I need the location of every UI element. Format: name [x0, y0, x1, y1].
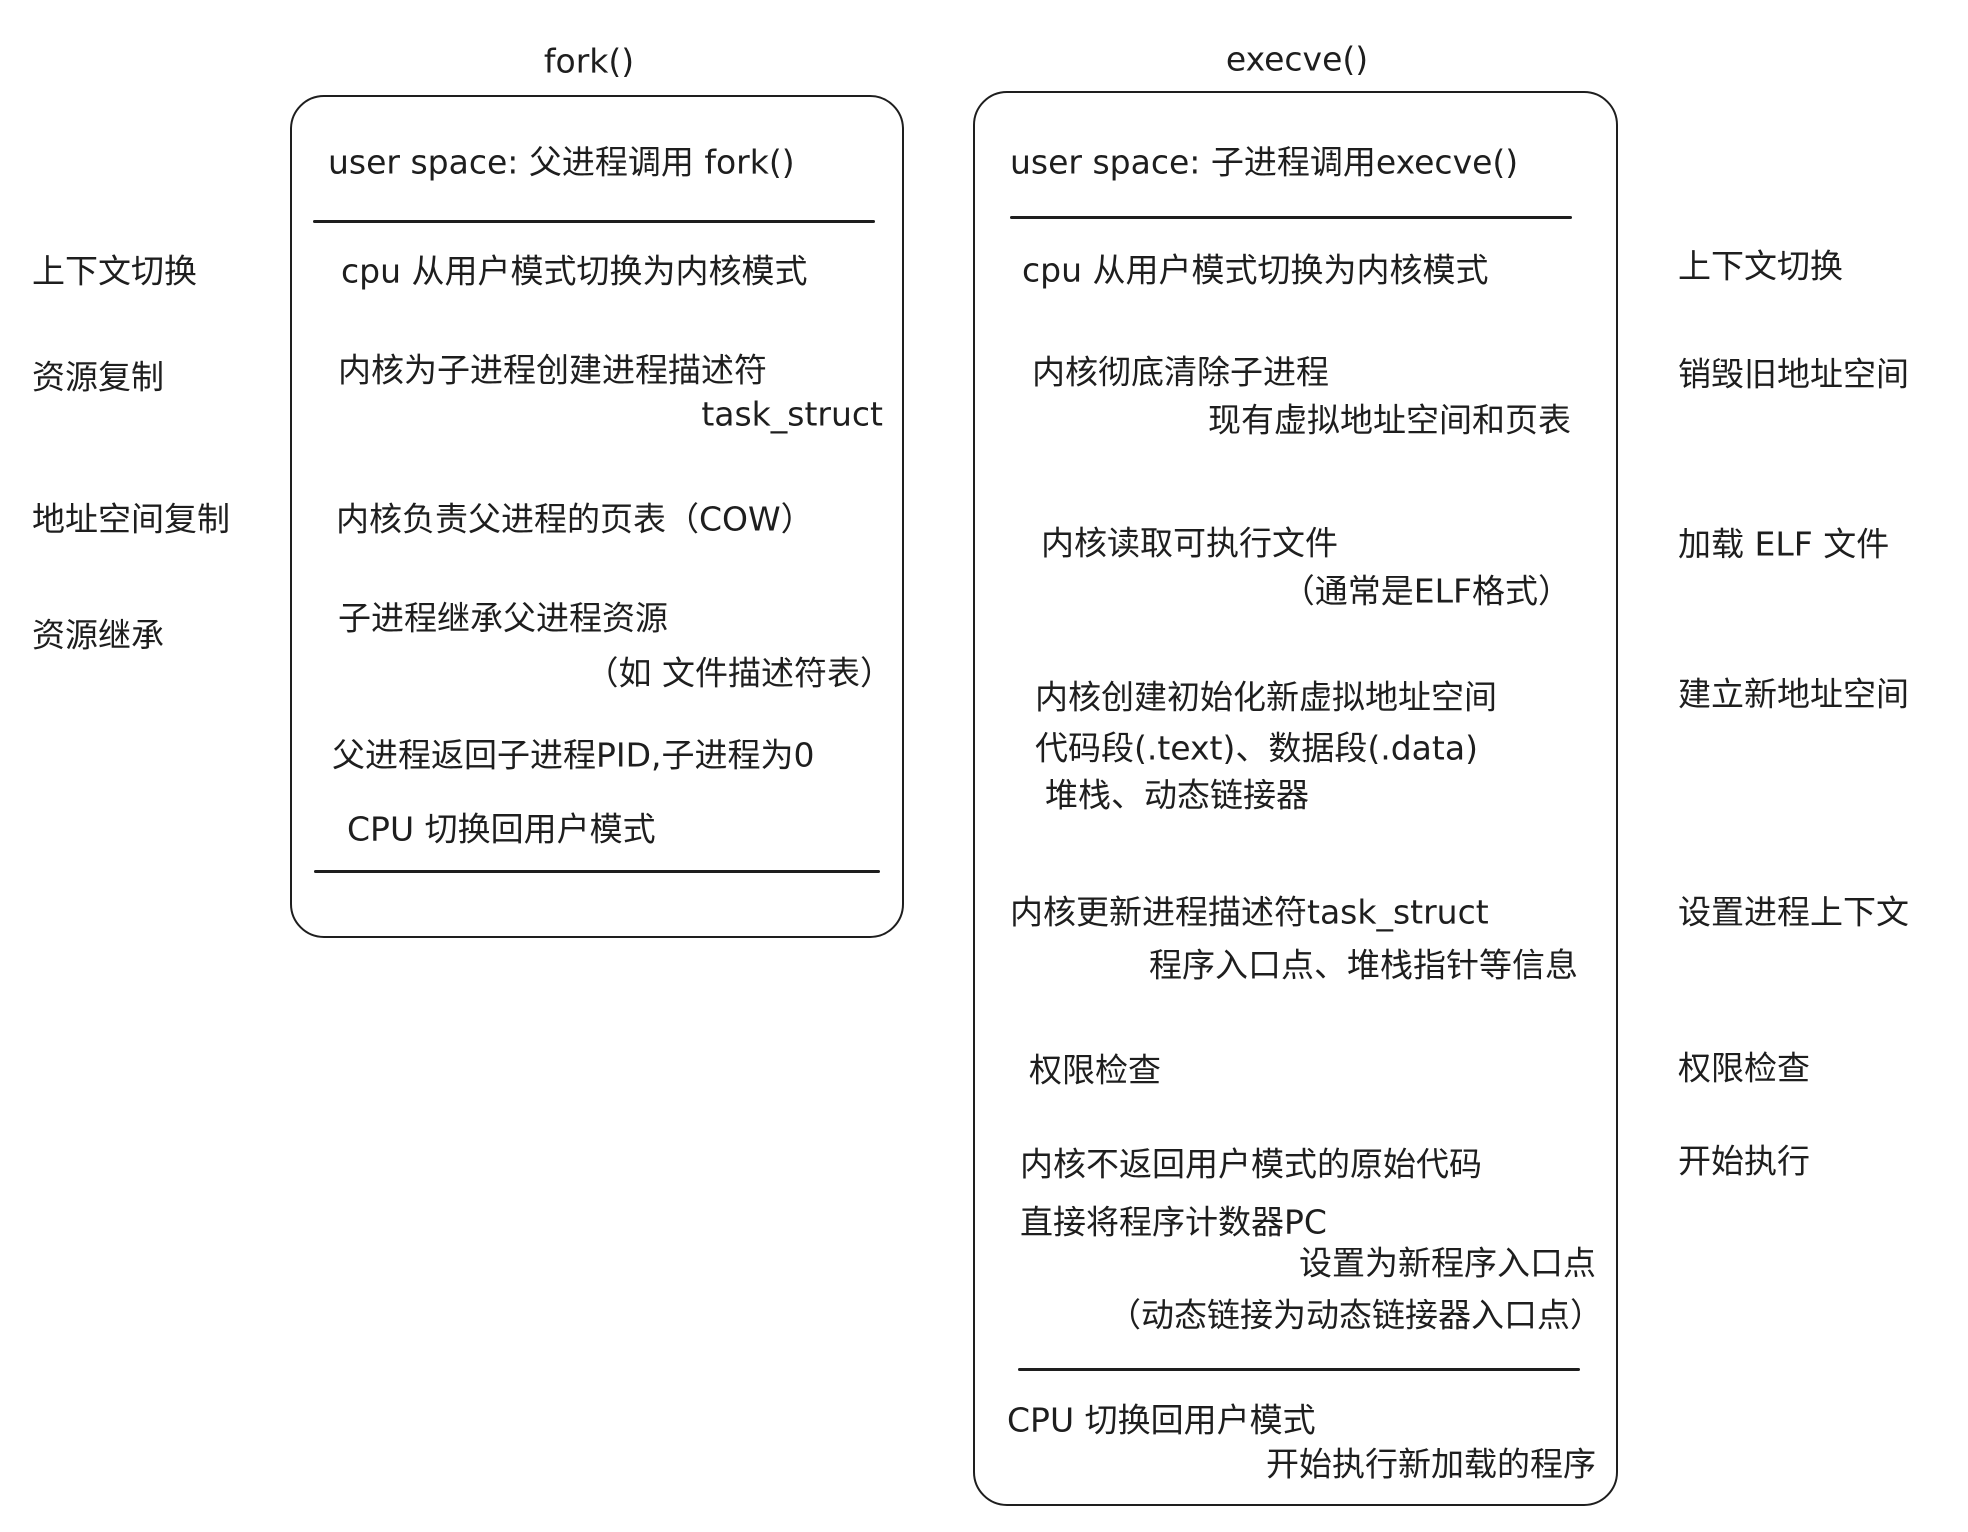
- execve-step: cpu 从用户模式切换为内核模式: [1022, 250, 1489, 290]
- execve-divider-top: [1010, 216, 1572, 219]
- execve-step: 直接将程序计数器PC: [1020, 1202, 1327, 1242]
- fork-label: 资源继承: [32, 615, 164, 655]
- fork-label: 上下文切换: [32, 251, 197, 291]
- fork-step: CPU 切换回用户模式: [347, 809, 656, 849]
- fork-box: [290, 95, 904, 938]
- execve-step: 权限检查: [1029, 1050, 1161, 1090]
- execve-label: 加载 ELF 文件: [1678, 524, 1890, 564]
- execve-label: 销毁旧地址空间: [1678, 354, 1909, 394]
- fork-label: 资源复制: [32, 357, 164, 397]
- execve-step: 堆栈、动态链接器: [1045, 775, 1309, 815]
- fork-divider-top: [313, 220, 875, 223]
- fork-header: user space: 父进程调用 fork(): [328, 142, 795, 182]
- fork-step: cpu 从用户模式切换为内核模式: [341, 251, 808, 291]
- execve-footer: 开始执行新加载的程序: [1266, 1444, 1596, 1484]
- execve-step: （通常是ELF格式）: [1281, 571, 1571, 611]
- execve-footer: CPU 切换回用户模式: [1007, 1400, 1316, 1440]
- execve-step: 程序入口点、堆栈指针等信息: [1149, 945, 1578, 985]
- execve-divider-bottom: [1018, 1368, 1580, 1371]
- execve-label: 设置进程上下文: [1678, 892, 1909, 932]
- execve-title: execve(): [1225, 39, 1369, 79]
- fork-title: fork(): [543, 41, 635, 81]
- execve-header: user space: 子进程调用execve(): [1010, 142, 1519, 182]
- fork-divider-bottom: [314, 870, 880, 873]
- execve-label: 上下文切换: [1678, 246, 1843, 286]
- execve-step: 现有虚拟地址空间和页表: [1208, 400, 1571, 440]
- fork-step: （如 文件描述符表）: [585, 653, 894, 693]
- fork-step: task_struct: [701, 394, 883, 434]
- execve-label: 开始执行: [1678, 1141, 1810, 1181]
- execve-step: 内核更新进程描述符task_struct: [1010, 892, 1489, 932]
- execve-step: 内核创建初始化新虚拟地址空间: [1035, 677, 1497, 717]
- fork-step: 子进程继承父进程资源: [338, 598, 668, 638]
- execve-step: 设置为新程序入口点: [1299, 1243, 1596, 1283]
- fork-step: 内核为子进程创建进程描述符: [338, 350, 767, 390]
- execve-box: [973, 91, 1618, 1506]
- execve-label: 权限检查: [1678, 1048, 1810, 1088]
- fork-step: 内核负责父进程的页表（COW）: [336, 499, 814, 539]
- fork-label: 地址空间复制: [32, 499, 230, 539]
- execve-step: 内核彻底清除子进程: [1032, 352, 1329, 392]
- execve-step: 代码段(.text)、数据段(.data): [1035, 728, 1478, 768]
- fork-step: 父进程返回子进程PID,子进程为0: [332, 735, 815, 775]
- execve-label: 建立新地址空间: [1678, 674, 1909, 714]
- execve-step: 内核读取可执行文件: [1041, 523, 1338, 563]
- execve-step: 内核不返回用户模式的原始代码: [1020, 1144, 1482, 1184]
- execve-step: （动态链接为动态链接器入口点）: [1108, 1295, 1603, 1335]
